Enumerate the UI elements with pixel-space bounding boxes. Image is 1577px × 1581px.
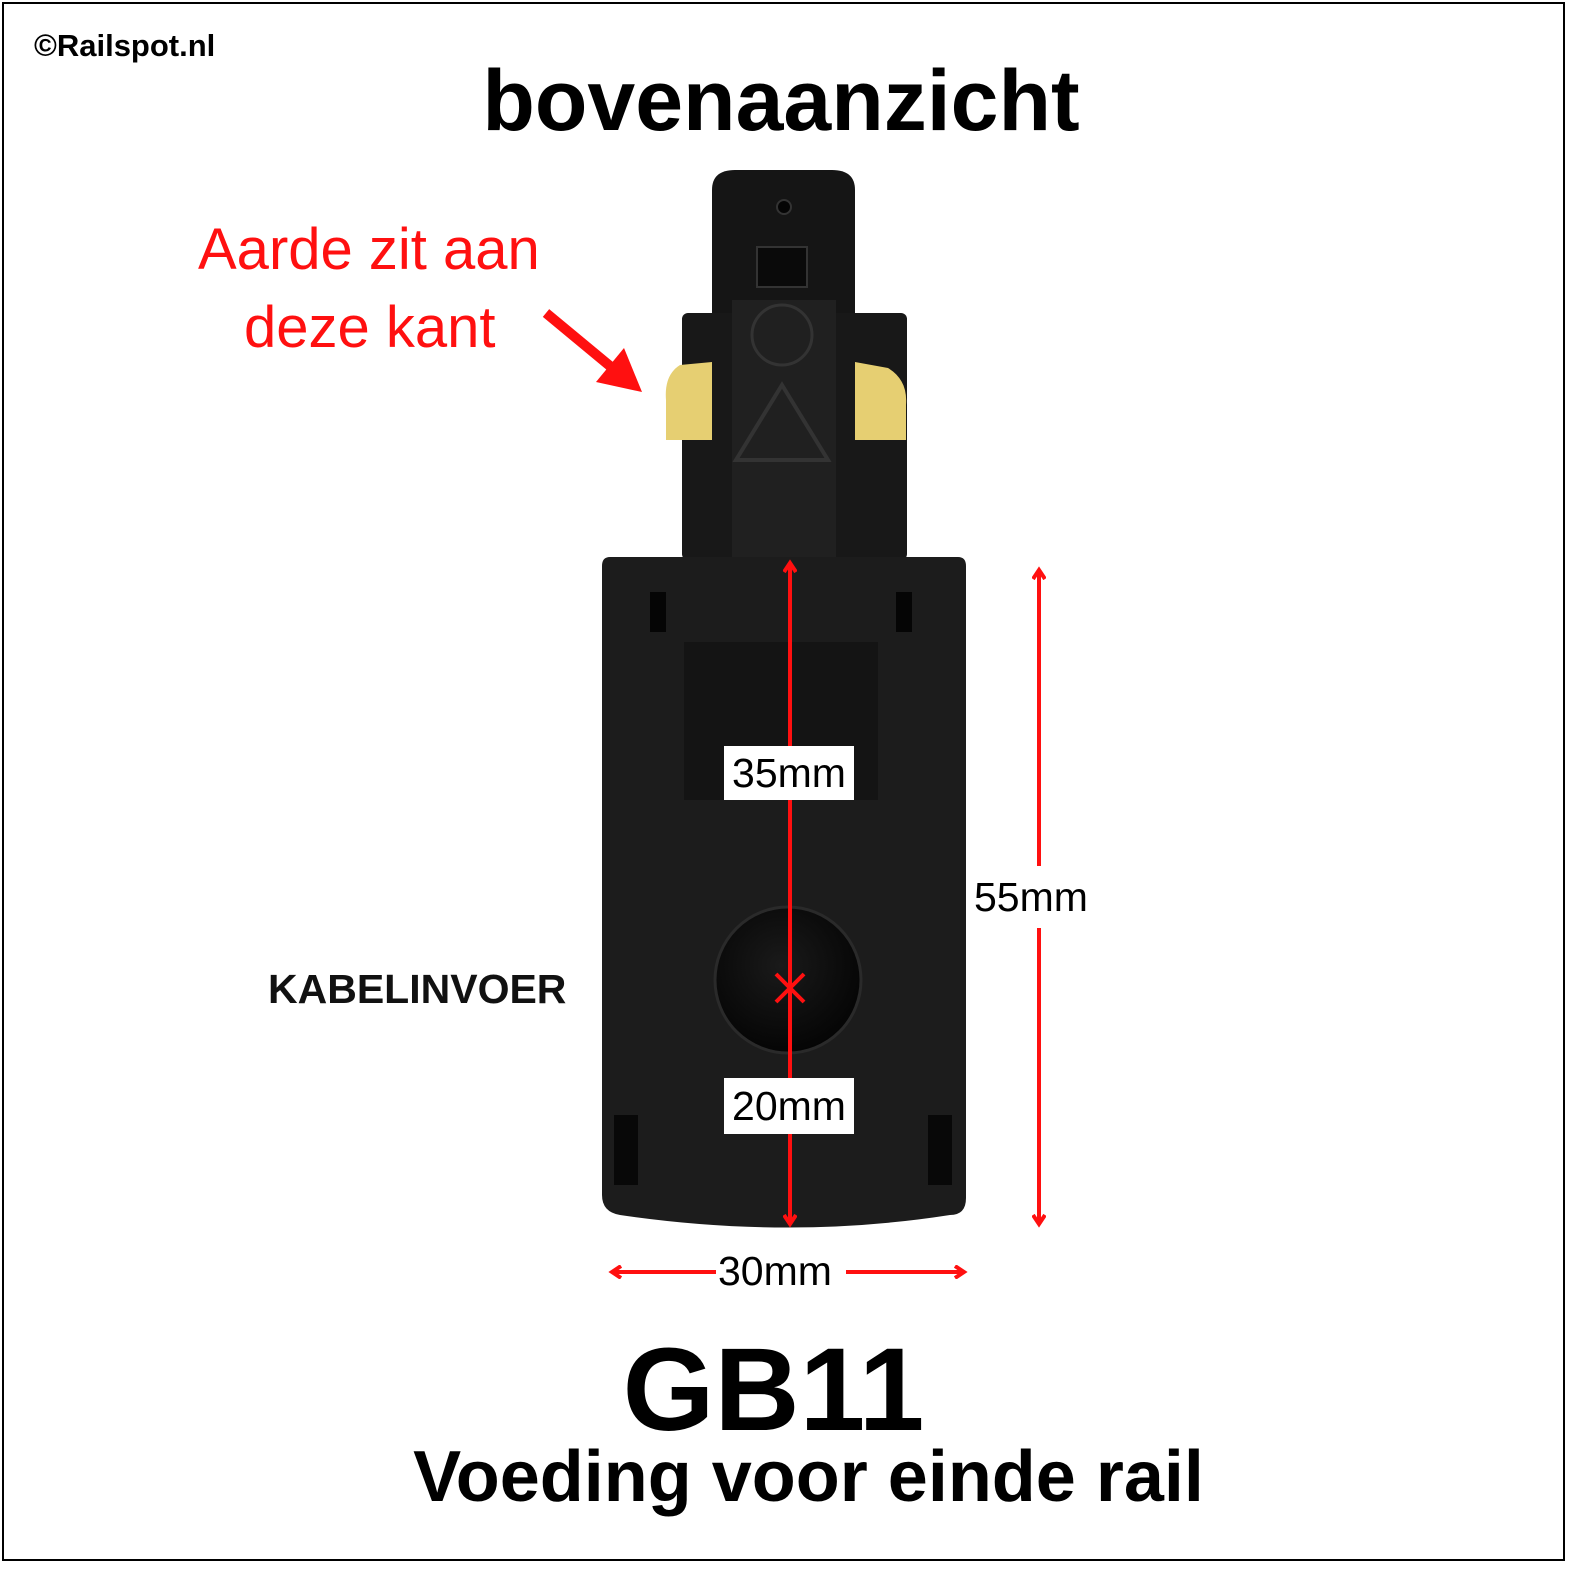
- product-description: Voeding voor einde rail: [413, 1437, 1204, 1517]
- earth-annotation-line1: Aarde zit aan: [198, 217, 540, 282]
- latch-slot: [756, 246, 808, 288]
- screw-hole: [776, 199, 792, 215]
- center-cross-mark: [774, 972, 806, 1004]
- model-number: GB11: [622, 1324, 925, 1456]
- earth-annotation-line2: deze kant: [244, 295, 496, 360]
- dimension-label-20mm: 20mm: [724, 1078, 854, 1134]
- earth-arrow-head: [596, 348, 642, 392]
- brass-contact-right: [855, 362, 907, 440]
- brass-contact-left: [665, 362, 712, 440]
- earth-arrow: [542, 309, 626, 380]
- dimension-label-35mm: 35mm: [724, 746, 854, 800]
- view-title: bovenaanzicht: [482, 53, 1080, 149]
- border-frame: [2, 2, 1565, 1561]
- dimension-label-30mm: 30mm: [716, 1246, 834, 1296]
- watermark: ©Railspot.nl: [34, 28, 216, 63]
- dimension-label-55mm: 55mm: [972, 872, 1090, 922]
- cable-entry-label: KABELINVOER: [268, 966, 567, 1012]
